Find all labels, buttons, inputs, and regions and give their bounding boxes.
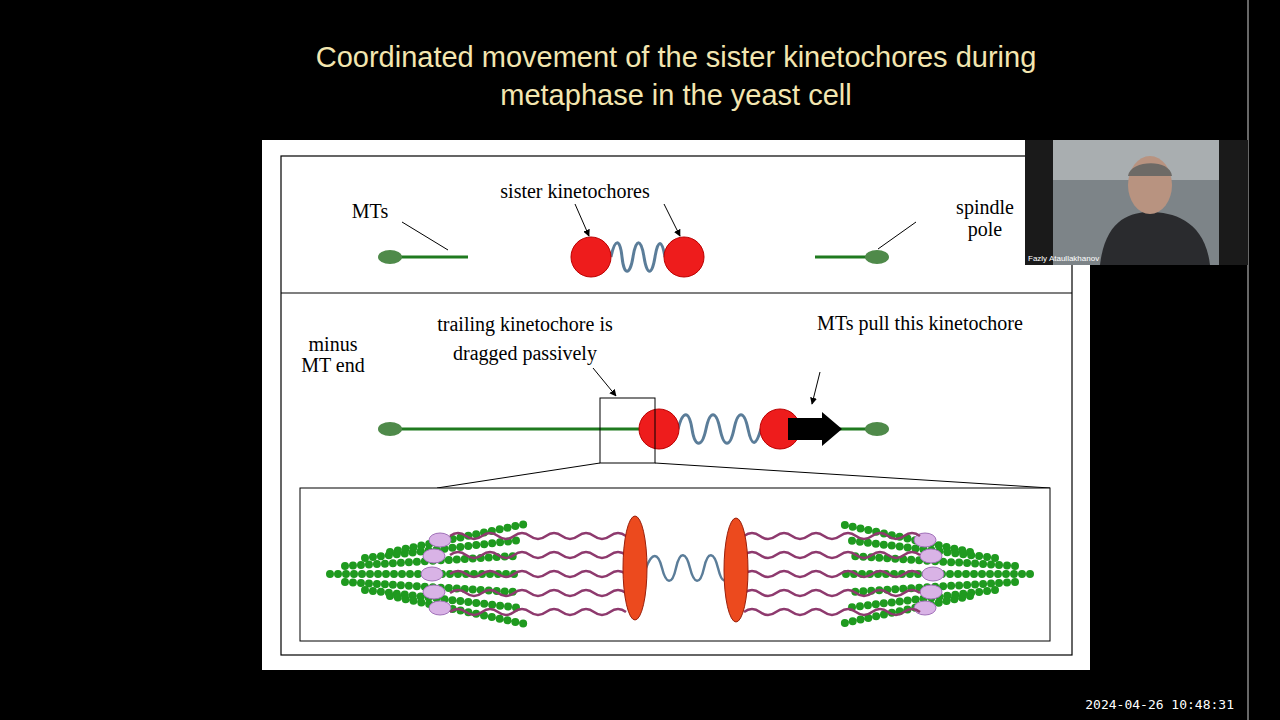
note-label: MTs pull this kinetochore [780,311,1060,335]
figure-panel [262,140,1090,670]
kinetochore-detail [330,516,1030,624]
part-label: MTs [340,199,400,223]
part-label: minus MT end [296,334,370,376]
note-label: trailing kinetochore is dragged passivel… [415,310,635,368]
top-row [378,204,916,277]
middle-row [378,368,1050,488]
divider [281,292,1072,293]
edge-line [1248,0,1249,720]
part-label: spindle pole [940,196,1030,240]
figure-border [281,156,1072,655]
timestamp: 2024-04-26 10:48:31 [1064,696,1234,713]
part-label: sister kinetochores [480,179,670,203]
speaker-name: Fazly Ataullakhanov [1028,253,1148,265]
slide-title: Coordinated movement of the sister kinet… [290,38,1062,114]
zoom-box [300,488,1050,641]
webcam-overlay [1025,140,1248,265]
